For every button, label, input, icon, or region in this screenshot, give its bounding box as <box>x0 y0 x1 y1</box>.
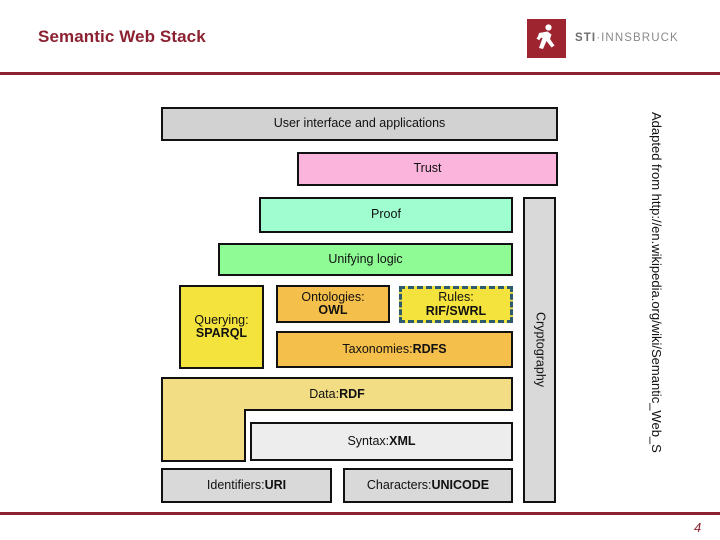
layer-label-bold: URI <box>264 477 287 492</box>
layer-label-bold: UNICODE <box>431 477 490 492</box>
layer-identifiers-uri: Identifiers: URI <box>161 468 332 503</box>
layer-label-plain: Ontologies: <box>301 289 365 304</box>
layer-unifying-logic: Unifying logic <box>218 243 513 276</box>
layer-label-bold: RDF <box>339 387 365 401</box>
layer-label: Cryptography <box>533 312 548 388</box>
logo-wordmark: STI·INNSBRUCK <box>575 32 679 44</box>
page-number: 4 <box>694 520 702 535</box>
logo-brand-rest: INNSBRUCK <box>601 32 679 44</box>
layer-taxonomies-rdfs: Taxonomies: RDFS <box>276 331 513 368</box>
layer-label: Proof <box>371 207 401 222</box>
sti-innsbruck-logo: STI·INNSBRUCK <box>527 19 679 59</box>
layer-label: User interface and applications <box>273 116 446 131</box>
running-figure-icon <box>527 19 566 58</box>
logo-brand-sep: · <box>596 32 602 44</box>
layer-rules-rif-swrl: Rules: RIF/SWRL <box>399 286 513 323</box>
layer-querying-sparql: Querying: SPARQL <box>179 285 264 369</box>
layer-label-plain: Rules: <box>438 290 474 304</box>
layer-label-plain: Data: <box>309 387 340 401</box>
layer-label: Data: RDF <box>161 377 513 411</box>
page-title: Semantic Web Stack <box>38 27 206 46</box>
footer-divider <box>0 512 720 515</box>
layer-label: Unifying logic <box>328 251 403 266</box>
layer-syntax-xml: Syntax: XML <box>250 422 513 461</box>
logo-brand-bold: STI <box>575 32 597 44</box>
layer-label-bold: XML <box>389 433 416 448</box>
layer-characters-unicode: Characters: UNICODE <box>343 468 513 503</box>
layer-cryptography: Cryptography <box>523 197 556 503</box>
layer-ontologies-owl: Ontologies: OWL <box>276 285 390 323</box>
layer-trust: Trust <box>297 152 558 186</box>
layer-label-plain: Syntax: <box>347 433 390 448</box>
layer-label-bold: RIF/SWRL <box>425 303 487 318</box>
layer-label-plain: Taxonomies: <box>342 341 413 356</box>
layer-label-bold: RDFS <box>412 341 447 356</box>
layer-user-interface: User interface and applications <box>161 107 558 141</box>
layer-label-plain: Querying: <box>194 312 249 327</box>
layer-label: Trust <box>413 161 442 176</box>
layer-label-bold: SPARQL <box>195 326 248 340</box>
layer-label-plain: Characters: <box>366 477 432 492</box>
layer-label-bold: OWL <box>318 303 348 317</box>
layer-label-plain: Identifiers: <box>206 477 265 492</box>
layer-proof: Proof <box>259 197 513 233</box>
header-divider <box>0 72 720 75</box>
